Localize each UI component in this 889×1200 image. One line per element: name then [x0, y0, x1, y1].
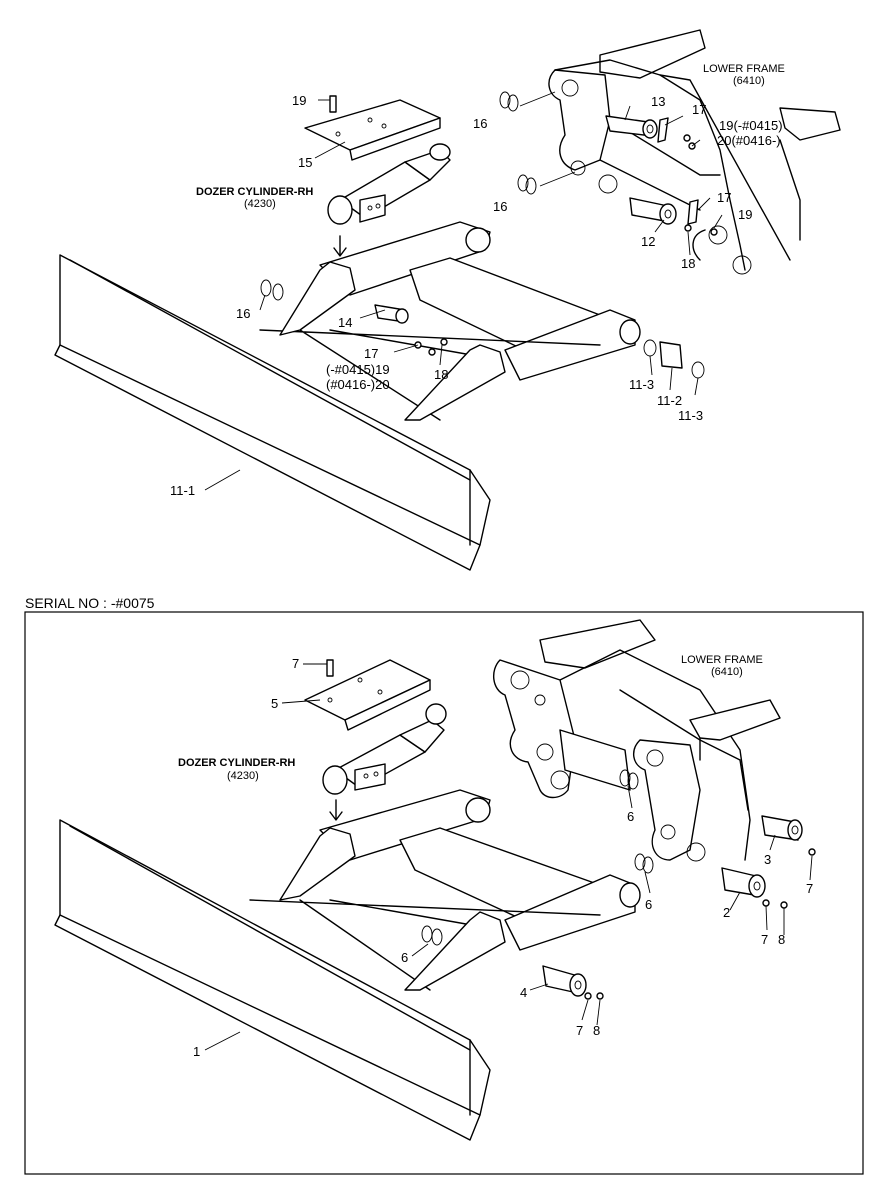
o-rings-16 [260, 91, 537, 301]
dozer-cylinder-label-top: DOZER CYLINDER-RH [196, 186, 313, 198]
serial-caption: SERIAL NO : -#0075 [25, 595, 155, 611]
lower-frame-label-bottom: LOWER FRAME [681, 654, 763, 666]
bottom-assembly: LOWER FRAME (6410) DOZER CYLINDER-RH (42… [54, 619, 816, 1141]
callout-2: 2 [723, 905, 730, 920]
callout-3: 3 [764, 852, 771, 867]
callout-18-a: 18 [681, 256, 695, 271]
callout-11-3-a: 11-3 [629, 377, 654, 392]
lock-plate-17a [657, 117, 669, 143]
lower-frame-code-top: (6410) [733, 75, 765, 87]
callout-5: 5 [271, 696, 278, 711]
callout-13: 13 [651, 94, 665, 109]
callout-12: 12 [641, 234, 655, 249]
bolts-17-18 [414, 338, 448, 356]
pin-12 [629, 197, 677, 225]
callout-14: 14 [338, 315, 352, 330]
callout-8-b: 8 [593, 1023, 600, 1038]
callout-17-b: 17 [717, 190, 731, 205]
leaders-top [204, 91, 723, 491]
dozer-frame-top [259, 221, 641, 421]
callout-11-2: 11-2 [657, 393, 682, 408]
callout-20-serial: 20(#0416-) [717, 133, 781, 148]
callout-17-a: 17 [692, 102, 706, 117]
pin-2 [721, 867, 766, 898]
o-rings-6 [421, 769, 654, 946]
callout-1: 1 [193, 1044, 200, 1059]
bolt-small-top [683, 134, 718, 236]
callout-15: 15 [298, 155, 312, 170]
callout-7-b: 7 [761, 932, 768, 947]
callout-6-a: 6 [627, 809, 634, 824]
dozer-cylinder-bottom [322, 703, 447, 795]
dozer-frame-bottom [249, 789, 641, 991]
callout-19-b: 19 [738, 207, 752, 222]
pin-3 [761, 815, 803, 841]
lower-frame-top [548, 29, 841, 275]
lock-plate-17b [687, 199, 699, 225]
callout-20-c: (#0416-)20 [326, 377, 390, 392]
callout-6-c: 6 [401, 950, 408, 965]
callout-17-c: 17 [364, 346, 378, 361]
blade-11-1 [54, 254, 491, 571]
lower-frame-label-top: LOWER FRAME [703, 63, 785, 75]
down-arrow-bottom [329, 799, 343, 821]
callout-7-c: 7 [576, 1023, 583, 1038]
callout-16-b: 16 [493, 199, 507, 214]
callout-4: 4 [520, 985, 527, 1000]
callout-6-b: 6 [645, 897, 652, 912]
cover-plate-15 [304, 95, 441, 161]
callout-19-c: (-#0415)19 [326, 362, 390, 377]
callout-16-c: 16 [236, 306, 250, 321]
callout-18-b: 18 [434, 367, 448, 382]
dozer-cylinder-code-top: (4230) [244, 198, 276, 210]
callout-11-1: 11-1 [170, 483, 195, 498]
bolts-bottom [584, 848, 816, 1000]
blade-1 [54, 819, 491, 1141]
callout-7-a: 7 [806, 881, 813, 896]
callout-16-a: 16 [473, 116, 487, 131]
pin-13 [605, 115, 658, 139]
pin-4 [542, 965, 587, 997]
callout-19-serial: 19(-#0415) [719, 118, 783, 133]
dozer-cylinder-top [327, 143, 451, 225]
down-arrow-top [333, 235, 347, 257]
lower-frame-bottom [493, 619, 781, 862]
callout-7-top: 7 [292, 656, 299, 671]
cover-plate-5 [304, 659, 431, 731]
callout-11-3-b: 11-3 [678, 408, 703, 423]
callout-19-top: 19 [292, 93, 306, 108]
leaders-bottom [204, 663, 813, 1051]
top-assembly: LOWER FRAME (6410) DOZER CYLINDER-RH (42… [54, 29, 841, 571]
dozer-cylinder-code-bottom: (4230) [227, 770, 259, 782]
pins-11 [643, 339, 705, 379]
callout-8-a: 8 [778, 932, 785, 947]
lower-frame-code-bottom: (6410) [711, 666, 743, 678]
bottom-frame-box [24, 611, 864, 1175]
dozer-cylinder-label-bottom: DOZER CYLINDER-RH [178, 757, 295, 769]
